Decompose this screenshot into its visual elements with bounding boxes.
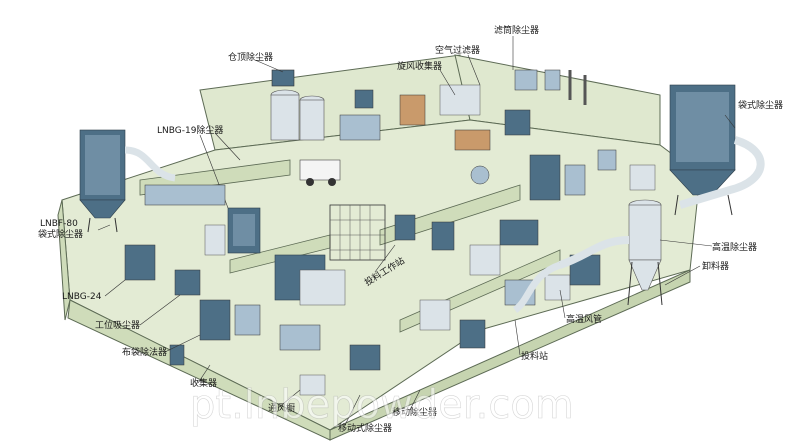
back-room-machinery — [339, 69, 587, 151]
watermark-text: pt.lnbepowder.com — [190, 382, 574, 428]
label-lnbf80-line2: 袋式除尘器 — [38, 228, 83, 240]
label-vent-hood: 通风橱 — [268, 402, 295, 414]
label-feeding-station: 投料站 — [521, 350, 548, 362]
left-workshop-equipment — [124, 184, 381, 396]
label-high-temp-duct: 高温风管 — [566, 313, 602, 325]
label-roof-collector: 仓顶除尘器 — [228, 51, 273, 63]
lnbg19-collector — [199, 134, 261, 254]
label-bag-filter-right: 袋式除尘器 — [738, 99, 783, 111]
label-mobile-collector: 移动式除尘器 — [338, 422, 392, 434]
label-lnbf80-line1: LNBF-80 — [40, 219, 78, 229]
high-temp-collector — [512, 199, 663, 313]
label-filter-cartridge: 滤筒除尘器 — [494, 24, 539, 36]
label-workstation-collector: 工位吸尘器 — [95, 319, 140, 331]
right-bag-filter — [669, 84, 765, 216]
label-bottom-collector: 移动除尘器 — [392, 406, 437, 418]
label-collector-bottom-left: 收集器 — [190, 377, 217, 389]
label-lnbg24: LNBG-24 — [62, 292, 102, 302]
lnbf80-bag-filter — [79, 129, 176, 233]
label-bag-filter-left: 布袋除法器 — [122, 346, 167, 358]
label-high-temp-collector: 高温除尘器 — [712, 241, 757, 253]
label-lnbg19: LNBG-19除尘器 — [157, 124, 223, 136]
label-air-filter: 空气过滤器 — [435, 44, 480, 56]
silo-roof-collector — [270, 69, 325, 141]
callout-labels: 滤筒除尘器 空气过滤器 旋风收集器 仓顶除尘器 LNBG-19除尘器 袋式除尘器… — [38, 24, 783, 434]
mesh-enclosure — [329, 204, 455, 261]
leader-lines — [97, 36, 736, 426]
label-cyclone: 旋风收集器 — [397, 60, 442, 72]
label-unloader: 卸料器 — [702, 260, 729, 272]
truck — [299, 159, 341, 186]
